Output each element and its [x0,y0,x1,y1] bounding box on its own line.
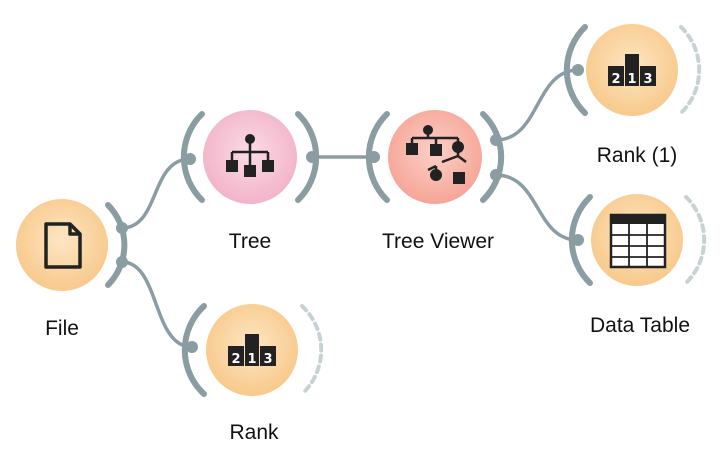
file-icon [44,222,82,269]
tree-icon [226,134,274,177]
link-treeviewer-datatable[interactable] [494,173,580,242]
empty-output-arc [679,25,702,115]
anchor-dot[interactable] [490,134,502,146]
widget-body[interactable] [388,110,482,204]
link-file-rank[interactable] [120,260,194,349]
anchor-dot[interactable] [186,341,198,353]
widget-label-rank: Rank [229,421,279,444]
anchor-dot[interactable] [116,256,128,268]
input-channel-arc[interactable] [563,24,588,116]
links [120,68,580,349]
svg-text:2: 2 [231,352,240,367]
anchor-dot[interactable] [572,64,584,76]
anchor-dot[interactable] [368,151,380,163]
svg-text:2: 2 [611,72,620,87]
input-channel-arc[interactable] [568,194,593,286]
widget-body[interactable] [16,199,108,291]
data-table-icon [609,213,667,269]
widget-file[interactable] [16,199,128,291]
rank-icon: 2 1 3 [228,334,276,367]
svg-text:1: 1 [627,72,636,87]
empty-output-arc [684,195,707,285]
widget-tree[interactable] [180,110,320,204]
widget-rank-1[interactable]: 2 1 3 [563,24,702,116]
widget-rank[interactable]: 2 1 3 [181,303,324,397]
output-channel-arc[interactable] [105,202,128,288]
widget-label-data-table: Data Table [589,314,691,337]
widget-data-table[interactable] [568,194,707,286]
empty-output-arc [300,304,324,396]
svg-text:3: 3 [643,72,652,87]
anchor-dot[interactable] [116,222,128,234]
rank-icon: 2 1 3 [608,54,656,87]
svg-text:3: 3 [263,352,272,367]
tree-viewer-icon [406,125,467,184]
output-channel-arc[interactable] [480,111,505,203]
link-file-tree[interactable] [120,157,192,230]
svg-text:1: 1 [247,352,256,367]
anchor-dot[interactable] [490,169,502,181]
widget-label-tree-viewer: Tree Viewer [381,230,495,253]
input-channel-arc[interactable] [180,111,205,203]
anchor-dot[interactable] [184,153,196,165]
widget-label-tree: Tree [228,230,272,253]
anchor-dot[interactable] [572,234,584,246]
anchor-dot[interactable] [306,151,318,163]
input-channel-arc[interactable] [181,303,207,397]
widget-label-rank-1: Rank (1) [596,144,678,167]
widget-tree-viewer[interactable] [365,110,505,204]
widget-label-file: File [45,317,79,340]
